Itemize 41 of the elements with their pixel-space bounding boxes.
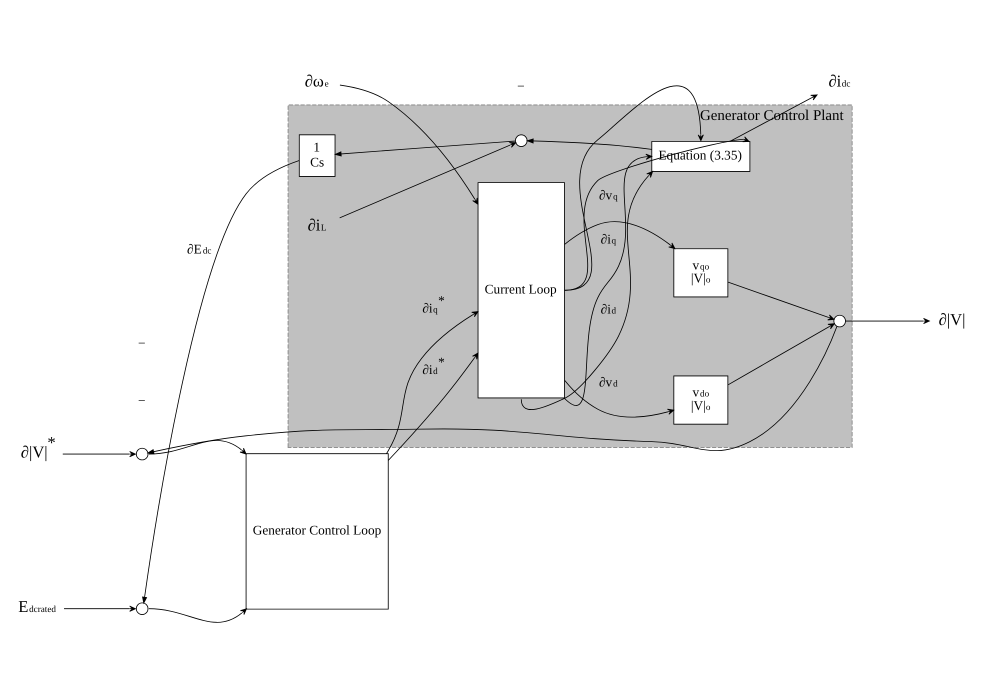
edge-label: ∂Edc bbox=[187, 241, 212, 256]
label: − bbox=[138, 392, 146, 408]
node-text: ∂|V| bbox=[938, 310, 966, 329]
arrow bbox=[339, 142, 516, 218]
node-text: ∂idc bbox=[828, 71, 850, 90]
node-circle bbox=[515, 134, 528, 146]
edge-label: ∂vq bbox=[599, 187, 618, 202]
node-text: Edcrated bbox=[18, 596, 56, 616]
node-text: ∂iL bbox=[308, 214, 326, 234]
arrow bbox=[520, 170, 654, 410]
arrow bbox=[64, 605, 136, 612]
node-text: ∂ωe bbox=[304, 71, 329, 90]
arrow bbox=[845, 318, 930, 324]
edge-label: ∂iq bbox=[600, 231, 616, 246]
arrow bbox=[564, 85, 704, 290]
arrow bbox=[564, 153, 652, 406]
node-box: Generator Control Loop bbox=[246, 452, 389, 610]
node-circle bbox=[833, 314, 846, 327]
arrow bbox=[148, 608, 247, 622]
arrow bbox=[148, 440, 246, 454]
arrow bbox=[62, 450, 136, 457]
arrow bbox=[728, 322, 835, 385]
node-box: 1 Cs bbox=[298, 134, 336, 176]
node-box: vqo |V|o bbox=[673, 248, 728, 297]
arrow bbox=[564, 220, 676, 248]
label: − bbox=[517, 78, 525, 94]
node-circle bbox=[136, 447, 148, 460]
arrow bbox=[340, 84, 478, 204]
arrow bbox=[728, 281, 834, 320]
node-box: vdo |V|o bbox=[673, 375, 728, 424]
arrow bbox=[526, 138, 652, 150]
arrow bbox=[334, 140, 516, 156]
node-box: Current Loop bbox=[478, 182, 565, 398]
edge-label: ∂vd bbox=[599, 374, 618, 390]
node-circle bbox=[136, 602, 148, 614]
arrow bbox=[146, 325, 838, 454]
arrow bbox=[388, 352, 478, 460]
edge-label: ∂id bbox=[600, 300, 616, 316]
arrow bbox=[564, 379, 674, 417]
arrow bbox=[386, 310, 478, 454]
label: − bbox=[138, 334, 146, 350]
